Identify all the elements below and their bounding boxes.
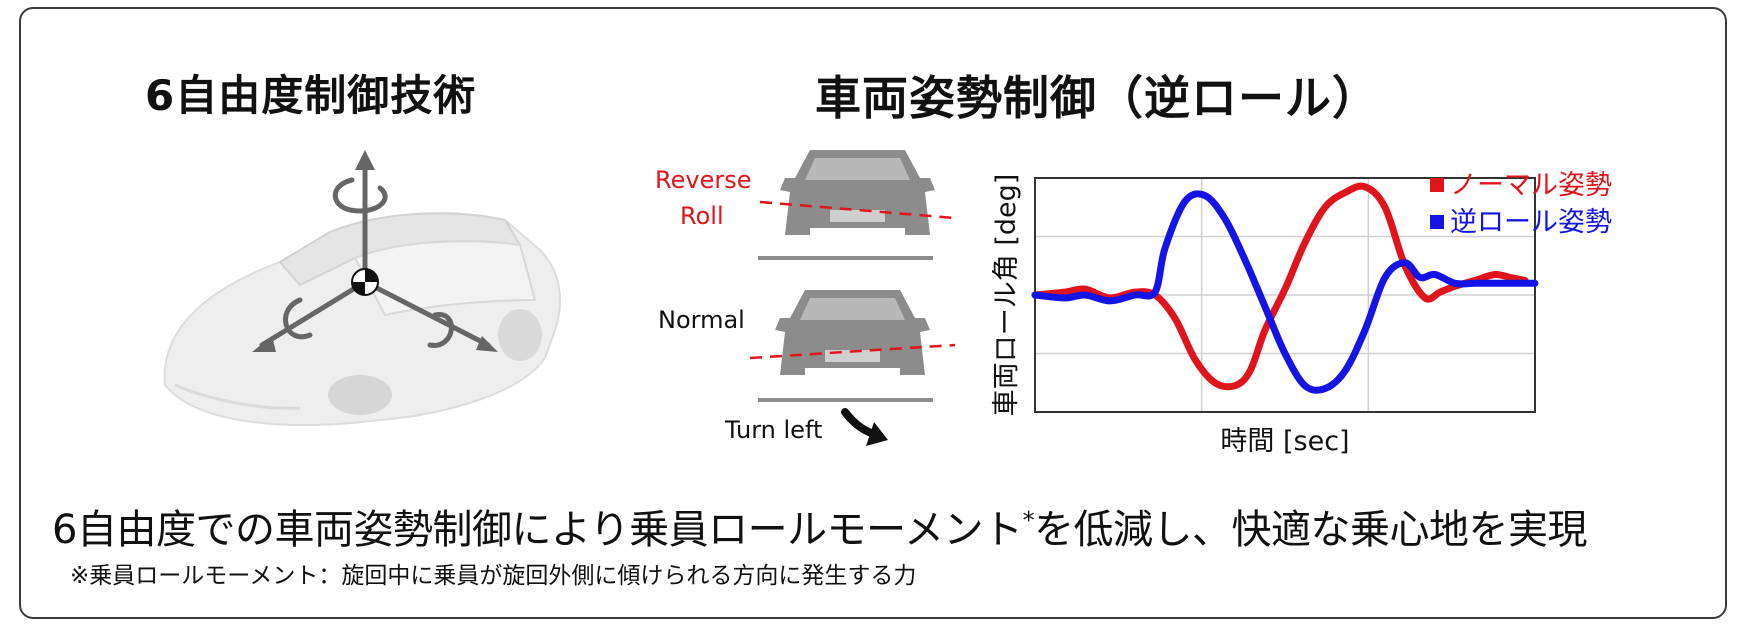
title-6dof: 6自由度制御技術 xyxy=(145,71,477,120)
up-arrow-icon xyxy=(355,150,375,170)
center-of-gravity-icon xyxy=(351,268,379,296)
main-caption-part1: 6自由度での車両姿勢制御により乗員ロールモーメント xyxy=(52,507,1023,553)
car-normal xyxy=(749,290,956,402)
right-arrow-icon xyxy=(476,336,498,352)
label-reverse-2: Roll xyxy=(680,202,724,230)
main-caption-part2: を低減し、快適な乗心地を実現 xyxy=(1034,507,1588,553)
outer-frame xyxy=(19,7,1727,619)
title-reverse-roll: 車両姿勢制御（逆ロール） xyxy=(815,71,1379,125)
y-axis-label: 車両ロール角 [deg] xyxy=(991,174,1022,417)
series-line-1 xyxy=(1031,190,1539,394)
label-turn-left: Turn left xyxy=(724,416,822,444)
legend-swatch-reverse xyxy=(1430,215,1444,229)
label-reverse-1: Reverse xyxy=(655,166,751,194)
six-dof-axes xyxy=(259,159,491,348)
left-arrow-icon xyxy=(252,336,276,352)
footnote-asterisk: * xyxy=(1022,506,1035,535)
turn-arrow-icon xyxy=(841,408,888,446)
roll-angle-chart: 時間 [sec] 車両ロール角 [deg] ノーマル姿勢 逆ロール姿勢 xyxy=(991,170,1612,457)
legend-normal: ノーマル姿勢 xyxy=(1450,170,1612,201)
footnote-text: ※乗員ロールモーメント：旋回中に乗員が旋回外側に傾けられる方向に発生する力 xyxy=(70,563,917,589)
main-caption: 6自由度での車両姿勢制御により乗員ロールモーメント*を低減し、快適な乗心地を実現 xyxy=(52,497,1588,555)
chart-legend: ノーマル姿勢 逆ロール姿勢 xyxy=(1430,170,1612,238)
car-reverse-roll xyxy=(758,150,956,260)
label-normal: Normal xyxy=(658,306,745,334)
white-car-illustration xyxy=(163,212,561,426)
legend-swatch-normal xyxy=(1430,178,1444,192)
x-axis-label: 時間 [sec] xyxy=(1220,426,1349,457)
legend-reverse: 逆ロール姿勢 xyxy=(1450,207,1612,238)
